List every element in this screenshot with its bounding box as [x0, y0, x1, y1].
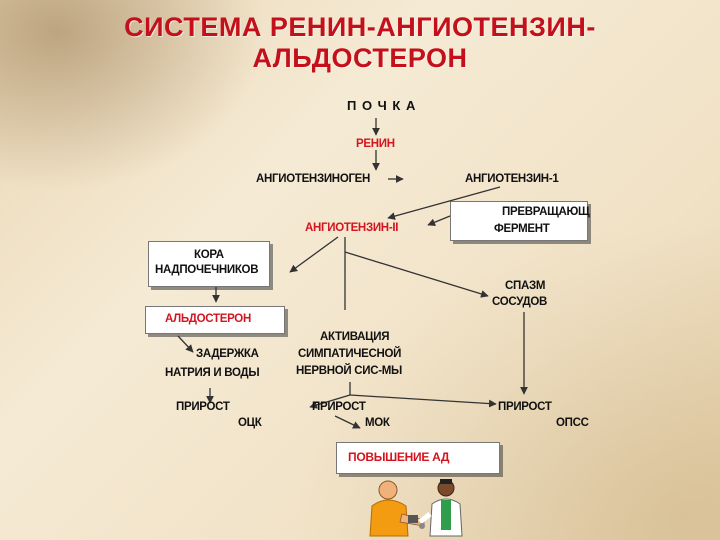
result-node: ПОВЫШЕНИЕ АД [348, 450, 450, 464]
adrenal-cortex-node-line-1: КОРА [194, 249, 224, 261]
kidney-node: П О Ч К А [347, 98, 417, 113]
increase-3-label: ПРИРОСТ [498, 401, 552, 413]
sympathetic-node-line-3: НЕРВНОЙ СИС-МЫ [296, 365, 403, 377]
increase-1-value: ОЦК [238, 417, 262, 429]
renin-node: РЕНИН [356, 138, 395, 150]
retention-node-line-1: ЗАДЕРЖКА [196, 348, 259, 360]
ace-box [450, 201, 588, 241]
increase-3-value: ОПСС [556, 417, 589, 429]
sympathetic-node-line-2: СИМПАТИЧЕСНОЙ [298, 348, 402, 360]
angiotensinogen-node: АНГИОТЕНЗИНОГЕН [256, 173, 371, 185]
ace-node-line-1: ПРЕВРАЩАЮЩ [502, 206, 590, 218]
ace-node-line-2: ФЕРМЕНТ [494, 223, 550, 235]
slide-title-line-2: АЛЬДОСТЕРОН [252, 43, 468, 73]
vasospasm-node-line-2: СОСУДОВ [492, 296, 548, 308]
slide-title-line-1: СИСТЕМА РЕНИН-АНГИОТЕНЗИН- [124, 12, 596, 42]
angiotensin-1-node: АНГИОТЕНЗИН-1 [465, 173, 559, 185]
blood-pressure-illustration [369, 479, 463, 537]
aldosterone-node: АЛЬДОСТЕРОН [165, 313, 251, 325]
result-box [336, 442, 500, 474]
increase-2-label: ПРИРОСТ [312, 401, 366, 413]
adrenal-cortex-node-line-2: НАДПОЧЕЧНИКОВ [155, 264, 259, 276]
aldosterone-box [145, 306, 285, 334]
increase-1-label: ПРИРОСТ [176, 401, 230, 413]
doctor-figure [418, 479, 463, 537]
angiotensin-2-node: АНГИОТЕНЗИН-II [305, 222, 399, 234]
vasospasm-node-line-1: СПАЗМ [505, 280, 546, 292]
increase-2-value: МОК [365, 417, 390, 429]
patient-figure [369, 480, 425, 537]
adrenal-cortex-box [148, 241, 270, 287]
slide-title: СИСТЕМА РЕНИН-АНГИОТЕНЗИН- АЛЬДОСТЕРОН [0, 12, 720, 74]
sympathetic-node-line-1: АКТИВАЦИЯ [320, 331, 390, 343]
retention-node-line-2: НАТРИЯ И ВОДЫ [165, 367, 260, 379]
